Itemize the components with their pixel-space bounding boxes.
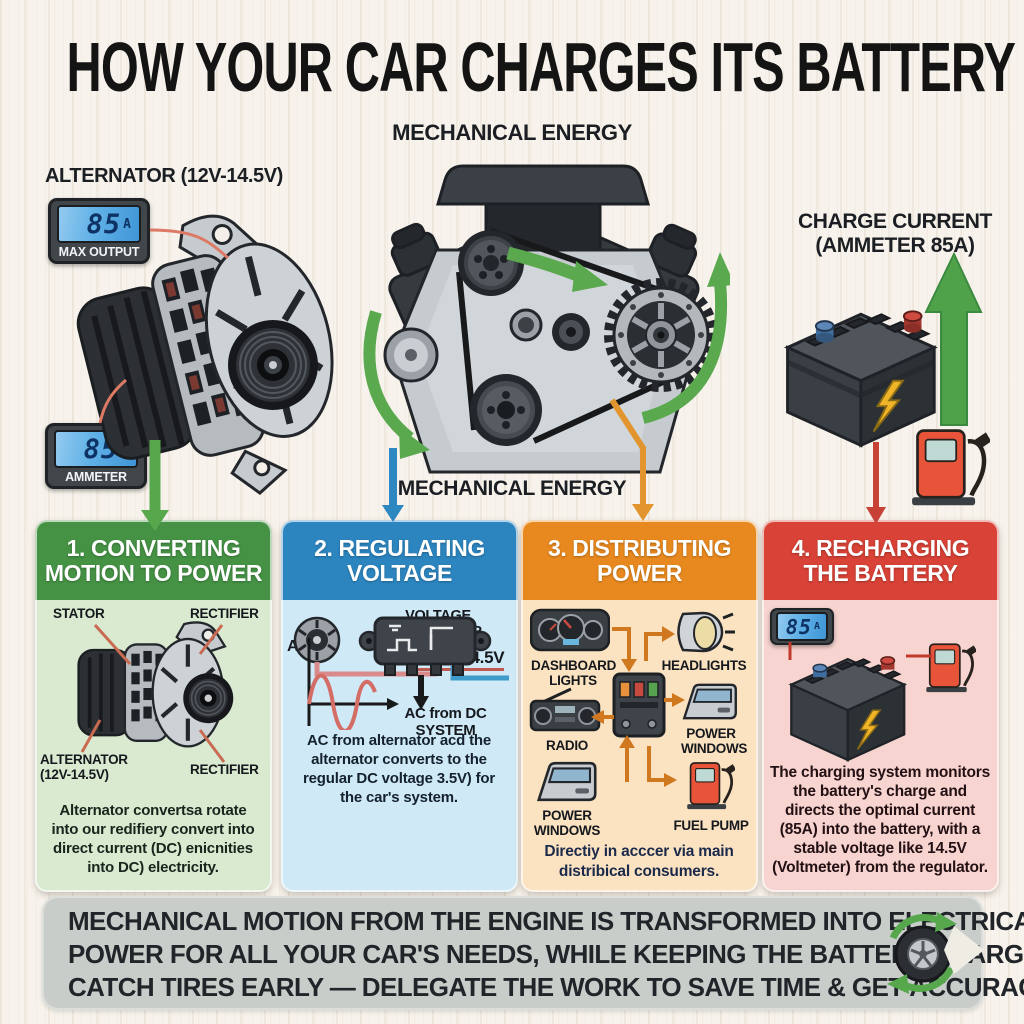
- panel-1-title-line1: 1. CONVERTING: [66, 534, 241, 561]
- stator-label: STATOR: [53, 606, 105, 621]
- panel-2-title-line2: VOLTAGE: [347, 560, 452, 586]
- charge-current-label: CHARGE CURRENT (AMMETER 85A): [795, 210, 995, 258]
- panel-1-title-line2: MOTION TO POWER: [44, 560, 263, 586]
- fuel-pump-icon-panel4: [926, 643, 976, 693]
- fuse-box-icon: [612, 672, 666, 738]
- mechanical-energy-label-bottom: MECHANICAL ENERGY: [397, 477, 627, 500]
- gauge-unit: A: [813, 621, 820, 632]
- panel-alternator-illustration: [77, 621, 234, 748]
- dashboard-lights-label: DASHBOARD LIGHTS: [531, 658, 617, 689]
- panel-2-text: AC from alternator acd the alternator co…: [303, 732, 495, 806]
- battery-illustration: [784, 310, 938, 448]
- footer-banner: MECHANICAL MOTION FROM THE ENGINE IS TRA…: [42, 896, 1024, 1010]
- fuel-pump-label: FUEL PUMP: [673, 818, 749, 833]
- rectifier-top-label: RECTIFIER: [190, 606, 259, 621]
- gauge-value: 85: [86, 208, 122, 240]
- panel-1-text: Alternator convertsa rotate into our red…: [51, 802, 255, 876]
- panel-4-title-line2: THE BATTERY: [803, 560, 958, 586]
- footer-text: MECHANICAL MOTION FROM THE ENGINE IS TRA…: [68, 905, 1024, 1004]
- voltage-regulator-diagram: [293, 616, 509, 730]
- mechanical-energy-label-top: MECHANICAL ENERGY: [392, 120, 632, 145]
- page-title: HOW YOUR CAR CHARGES ITS BATTERY: [66, 27, 1016, 106]
- power-window-right-icon: [682, 683, 737, 720]
- panel-4-text: The charging system monitors the battery…: [769, 764, 991, 876]
- panel-battery-illustration: [788, 656, 907, 762]
- power-windows-left-label: POWER WINDOWS: [533, 808, 601, 839]
- fuel-pump-icon: [912, 429, 990, 506]
- gauge-label: AMMETER: [65, 470, 127, 484]
- ac-from-dc-label: AC from DC SYSTEM: [404, 705, 487, 739]
- panel-regulating-voltage: 2. REGULATING VOLTAGE VOLTAGE REGULATOR …: [281, 520, 518, 892]
- tire-recycle-icon: [887, 912, 957, 994]
- power-windows-right-label: POWER WINDOWS: [681, 726, 748, 757]
- panel-ammeter-gauge: 85 A: [770, 608, 834, 645]
- panel-2-header: 2. REGULATING VOLTAGE: [281, 520, 518, 600]
- footer-line3: CATCH TIRES EARLY — DELEGATE THE WORK TO…: [68, 972, 1024, 1002]
- engine-illustration: [363, 164, 730, 474]
- lcd-display: 85 A: [776, 612, 828, 641]
- gauge-value: 85: [785, 614, 812, 639]
- panel-4-title-line1: 4. RECHARGING: [791, 534, 970, 561]
- headlights-label: HEADLIGHTS: [661, 658, 747, 673]
- panel-recharging-battery: 4. RECHARGING THE BATTERY 85 A: [762, 520, 999, 892]
- panel-3-title-line2: POWER: [597, 560, 682, 586]
- charge-current-line1: CHARGE CURRENT: [798, 210, 992, 233]
- dashboard-lights-icon: [530, 608, 610, 652]
- footer-line2: POWER FOR ALL YOUR CAR'S NEEDS, WHILE KE…: [68, 939, 1024, 969]
- rectifier-bottom-label: RECTIFIER: [190, 762, 259, 777]
- max-output-gauge: 85 A MAX OUTPUT: [48, 198, 150, 264]
- power-window-left-icon: [536, 761, 597, 802]
- gauge-unit: A: [123, 216, 131, 232]
- panel-converting-motion: 1. CONVERTING MOTION TO POWER STATOR REC…: [35, 520, 272, 892]
- footer-line1: MECHANICAL MOTION FROM THE ENGINE IS TRA…: [68, 906, 1024, 936]
- panel-3-header: 3. DISTRIBUTING POWER: [521, 520, 758, 600]
- alternator-illustration: [76, 214, 334, 495]
- headlights-icon: [677, 611, 735, 653]
- lcd-display: 85 A: [57, 205, 141, 243]
- panel-3-title-line1: 3. DISTRIBUTING: [547, 534, 732, 561]
- panel-3-text: Directiy in acccer via main distribical …: [544, 843, 734, 880]
- gauge-label: MAX OUTPUT: [58, 245, 140, 259]
- panel-1-body: [35, 600, 272, 892]
- panel-distributing-power: 3. DISTRIBUTING POWER DASHBOARD LIGHTS H…: [521, 520, 758, 892]
- alternator-label: ALTERNATOR (12V-14.5V): [45, 165, 283, 187]
- charge-current-line2: (AMMETER 85A): [815, 234, 975, 257]
- alternator-inner-label: ALTERNATOR (12V-14.5V): [40, 752, 128, 783]
- panel-1-header: 1. CONVERTING MOTION TO POWER: [35, 520, 272, 600]
- fuel-pump-icon-small: [687, 762, 735, 810]
- panel-2-title-line1: 2. REGULATING: [314, 534, 485, 561]
- radio-label: RADIO: [546, 738, 588, 753]
- panel-4-header: 4. RECHARGING THE BATTERY: [762, 520, 999, 600]
- radio-icon: [529, 687, 601, 732]
